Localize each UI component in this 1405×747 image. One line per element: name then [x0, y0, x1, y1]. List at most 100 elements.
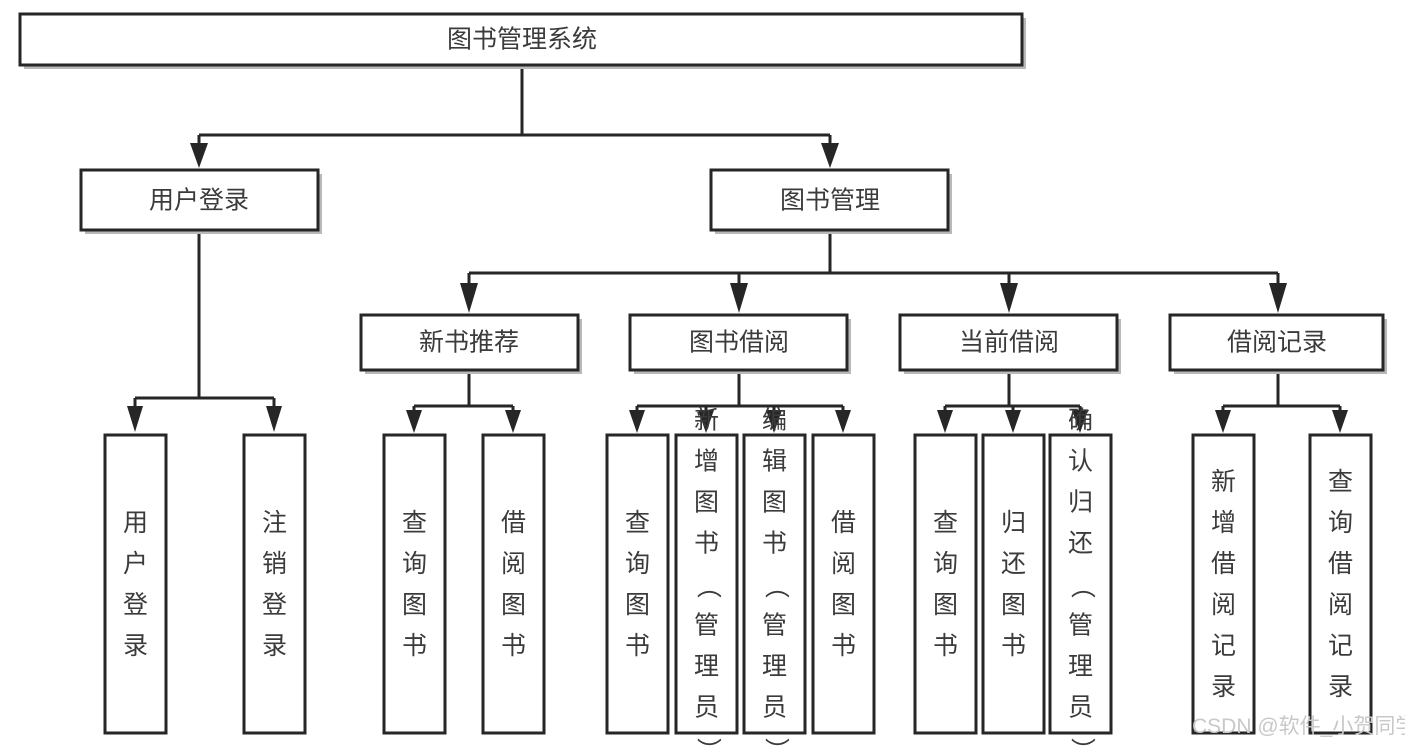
label-char: 图 — [831, 591, 856, 619]
node-leaf-user-login-box — [103, 433, 168, 735]
node-book-borrow-label: 图书借阅 — [689, 329, 789, 357]
label-char: 借 — [1328, 550, 1353, 578]
node-leaf-query-book-2[interactable] — [605, 433, 670, 735]
label-char: 图 — [501, 591, 526, 619]
label-char: 员 — [694, 694, 719, 722]
label-char: 借 — [1211, 550, 1236, 578]
arrow-head-user-login — [190, 143, 208, 168]
label-char: 管 — [762, 612, 787, 640]
node-leaf-borrow-book-1[interactable] — [481, 433, 546, 735]
node-root-box — [18, 12, 1024, 67]
label-char: 书 — [762, 530, 787, 558]
label-char: 归 — [1068, 489, 1093, 517]
node-leaf-return-book[interactable] — [981, 433, 1046, 735]
arrow-head-leaf-query-book-1 — [406, 410, 422, 433]
node-book-management-box — [709, 168, 950, 232]
label-char: ） — [694, 737, 722, 747]
label-char: 图 — [694, 489, 719, 517]
arrow-head-leaf-query-book-2 — [629, 410, 645, 433]
label-char: ） — [1068, 737, 1096, 747]
leaf-nodes-layer — [103, 433, 1373, 735]
label-char: 增 — [694, 448, 719, 476]
label-char: （ — [762, 573, 790, 598]
label-char: 记 — [1211, 632, 1236, 660]
arrow-head-leaf-user-login — [127, 406, 143, 432]
label-char: 书 — [933, 632, 958, 660]
arrow-head-borrow-record — [1269, 283, 1287, 313]
node-leaf-add-book-box — [674, 433, 739, 735]
label-char: 书 — [694, 530, 719, 558]
connector-layer — [127, 67, 1348, 433]
label-char: 理 — [762, 653, 787, 681]
node-leaf-add-record[interactable] — [1191, 433, 1256, 735]
node-book-management-label: 图书管理 — [780, 187, 880, 215]
node-user-login-label: 用户登录 — [149, 187, 249, 215]
node-new-book-recommend-label: 新书推荐 — [419, 329, 519, 357]
label-char: 登 — [123, 591, 148, 619]
label-char: 确 — [1068, 407, 1093, 435]
node-book-management[interactable]: 图书管理 — [709, 168, 952, 234]
label-char: 录 — [1211, 673, 1236, 701]
arrow-head-book-management — [821, 143, 839, 168]
arrow-head-book-borrow — [730, 283, 748, 313]
arrow-head-leaf-add-book — [698, 410, 714, 433]
node-leaf-user-logout[interactable] — [242, 433, 307, 735]
node-current-borrow-box — [898, 313, 1119, 372]
node-leaf-query-record[interactable] — [1308, 433, 1373, 735]
label-char: 认 — [1068, 448, 1093, 476]
label-char: 阅 — [1211, 591, 1236, 619]
node-leaf-edit-book[interactable] — [742, 433, 807, 735]
label-char: 查 — [1328, 468, 1353, 496]
node-new-book-recommend[interactable]: 新书推荐 — [359, 313, 582, 374]
label-char: 查 — [402, 509, 427, 537]
label-char: 辑 — [762, 448, 787, 476]
arrow-head-leaf-borrow-book-2 — [835, 410, 851, 433]
node-root[interactable]: 图书管理系统 — [18, 12, 1026, 69]
label-char: 理 — [1068, 653, 1093, 681]
node-leaf-user-login[interactable] — [103, 433, 168, 735]
label-char: 书 — [625, 632, 650, 660]
node-leaf-add-book[interactable] — [674, 433, 739, 735]
node-current-borrow[interactable]: 当前借阅 — [898, 313, 1121, 374]
arrow-head-leaf-edit-book — [766, 410, 782, 433]
node-leaf-user-logout-box — [242, 433, 307, 735]
label-char: 员 — [1068, 694, 1093, 722]
node-book-borrow-box — [628, 313, 849, 372]
label-char: 编 — [762, 407, 787, 435]
label-char: 借 — [831, 509, 856, 537]
node-borrow-record[interactable]: 借阅记录 — [1168, 313, 1387, 374]
node-leaf-query-book-1[interactable] — [382, 433, 447, 735]
label-char: 询 — [625, 550, 650, 578]
label-char: 还 — [1068, 530, 1093, 558]
label-char: 阅 — [831, 550, 856, 578]
node-leaf-query-book-2-box — [605, 433, 670, 735]
node-root-label: 图书管理系统 — [447, 26, 597, 54]
node-user-login[interactable]: 用户登录 — [79, 168, 322, 234]
node-leaf-query-record-box — [1308, 433, 1373, 735]
label-char: 管 — [1068, 612, 1093, 640]
node-book-borrow[interactable]: 图书借阅 — [628, 313, 851, 374]
node-user-login-box — [79, 168, 320, 232]
label-char: 归 — [1001, 509, 1026, 537]
label-char: 书 — [402, 632, 427, 660]
node-leaf-borrow-book-2[interactable] — [811, 433, 876, 735]
label-char: 图 — [625, 591, 650, 619]
node-borrow-record-label: 借阅记录 — [1227, 329, 1327, 357]
node-leaf-confirm-return[interactable] — [1048, 433, 1113, 735]
label-char: 员 — [762, 694, 787, 722]
label-char: 查 — [933, 509, 958, 537]
node-leaf-query-book-3[interactable] — [913, 433, 978, 735]
label-char: 书 — [501, 632, 526, 660]
csdn-watermark: CSDN @软件_小贺同学 — [1192, 715, 1405, 738]
arrow-head-leaf-return-book — [1005, 410, 1021, 433]
